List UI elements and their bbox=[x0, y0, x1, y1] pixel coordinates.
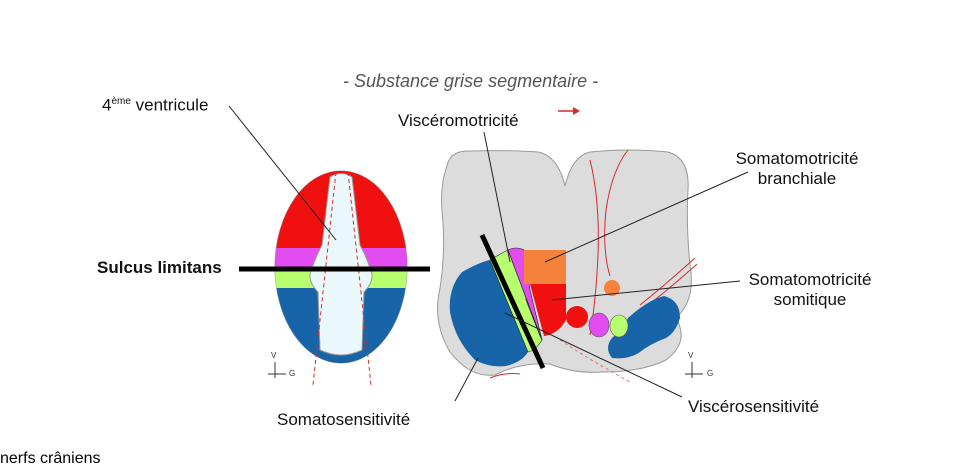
neural-tube-section bbox=[228, 105, 430, 386]
brainstem-magenta-nucleus bbox=[588, 312, 610, 338]
label-somatomotricite-somitique: Somatomotricité somitique bbox=[748, 270, 872, 309]
brainstem-right-blue-mass bbox=[608, 296, 680, 359]
brainstem-green-nucleus bbox=[609, 314, 629, 338]
brainstem-orange-nucleus bbox=[604, 280, 620, 296]
label-ventricle: 4ème ventricule bbox=[102, 95, 209, 115]
brainstem-somatosensory-zone bbox=[449, 260, 528, 367]
label-pointers bbox=[454, 131, 749, 402]
brainstem-dashed-lines bbox=[559, 339, 631, 383]
brainstem-red-nucleus bbox=[566, 306, 588, 328]
diagram-drawing bbox=[228, 105, 749, 402]
label-visceromotricite: Viscéromotricité bbox=[398, 111, 519, 130]
ventricle-pointer bbox=[228, 105, 337, 241]
label-viscerosensitivite: Viscérosensitivité bbox=[688, 397, 820, 416]
orientation-ventral-left: V bbox=[271, 351, 277, 360]
orientation-lateral-left: G bbox=[289, 369, 296, 378]
brainstem-sulcus-bar bbox=[479, 233, 546, 370]
orientation-ventral-right: V bbox=[688, 351, 694, 360]
nerves-legend-arrow bbox=[558, 107, 580, 115]
label-somatosensitivite: Somatosensitivité bbox=[277, 410, 411, 429]
diagram: - Substance grise segmentaire - nerfs cr… bbox=[0, 71, 872, 467]
nerves-legend: nerfs crâniens bbox=[0, 450, 101, 467]
brainstem-section bbox=[437, 149, 698, 383]
label-sulcus-limitans: Sulcus limitans bbox=[97, 258, 222, 277]
diagram-title: - Substance grise segmentaire - bbox=[343, 71, 599, 91]
tube-dashed-lines bbox=[312, 171, 372, 386]
orientation-markers bbox=[268, 362, 703, 378]
label-somatomotricite-branchiale: Somatomotricité branchiale bbox=[735, 149, 859, 188]
orientation-lateral-right: G bbox=[707, 369, 714, 378]
brainstem-somatomotor-zone bbox=[530, 284, 566, 336]
